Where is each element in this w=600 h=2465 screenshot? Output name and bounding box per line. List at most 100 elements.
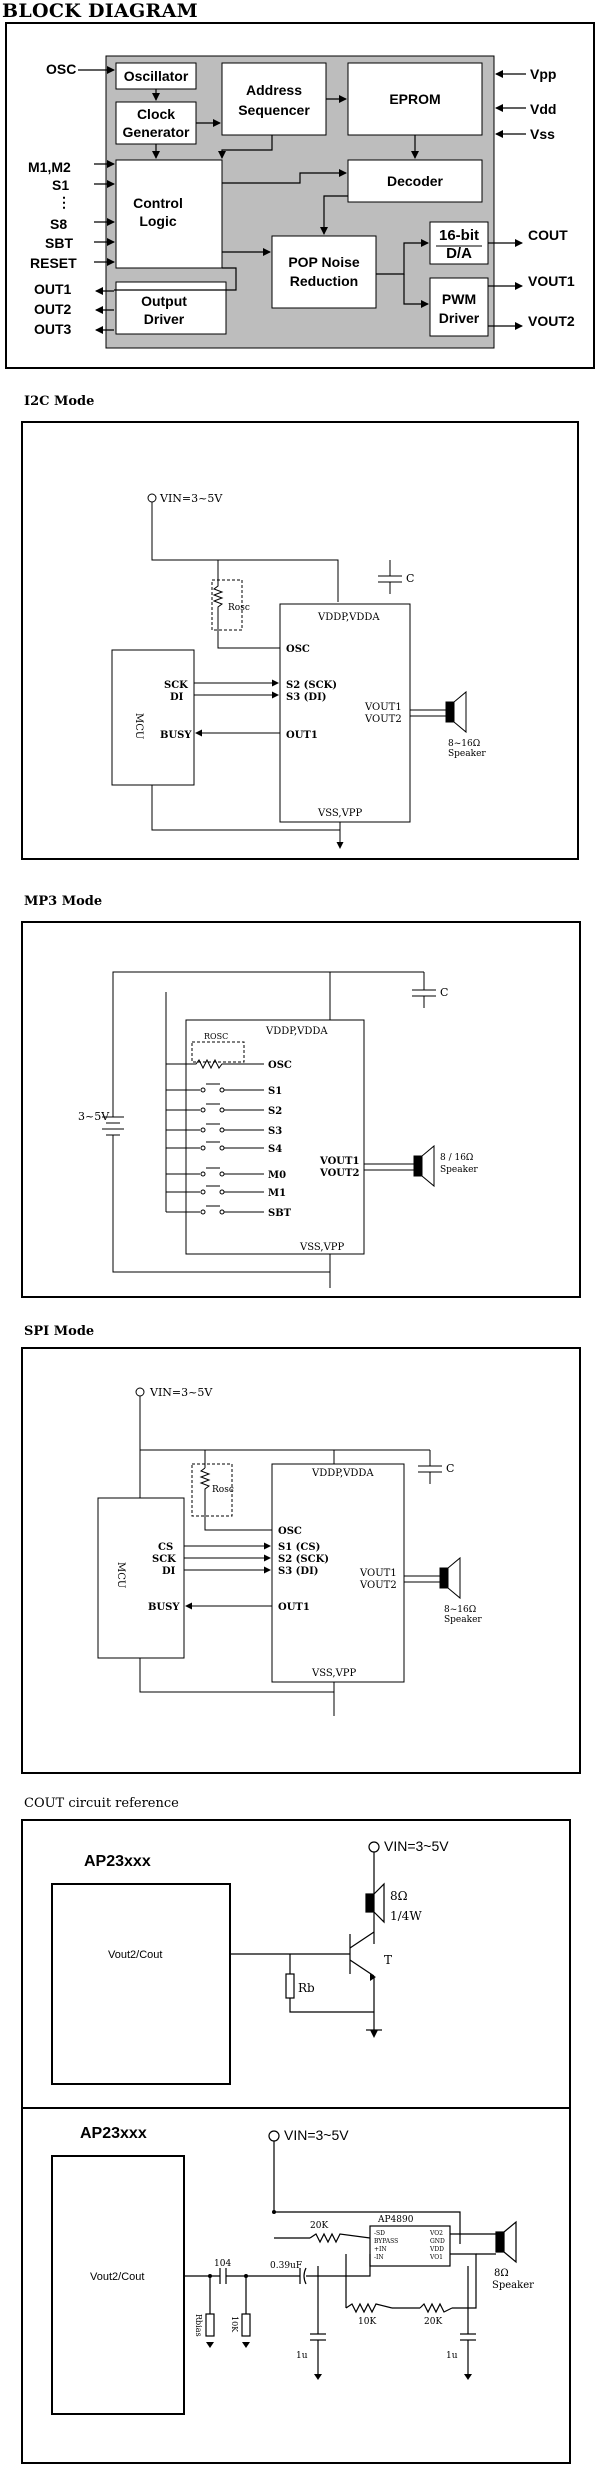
cout-rbias: Rbias [194, 2314, 203, 2337]
i2c-vout2: VOUT2 [364, 714, 402, 725]
block-frame [5, 22, 595, 369]
i2c-mcu-label: MCU [133, 713, 144, 739]
pwm-block [429, 277, 489, 337]
control-label-1: Control [133, 195, 183, 211]
pin-s1: S1 [52, 177, 69, 193]
i2c-mcu [111, 649, 195, 786]
cout-panel2-grounds [206, 2210, 472, 2380]
i2c-rosc: Rosc [228, 603, 250, 613]
pin-vpp: Vpp [530, 66, 556, 82]
mp3-frame [21, 921, 581, 1298]
cout-ohm1: 8Ω [390, 1889, 408, 1903]
amp-l4: -IN [374, 2254, 384, 2261]
cout-svg: AP23xxx Vout2/Cout VIN=3~5V 8Ω 1/4W Rb T [21, 1819, 571, 2464]
spi-cs: CS [158, 1542, 173, 1553]
mp3-batt: 3~5V [78, 1110, 110, 1123]
pwm-label-1: PWM [442, 291, 476, 307]
pin-vdd: Vdd [530, 101, 556, 117]
cout-chip2-label: AP23xxx [80, 2125, 147, 2142]
pin-cout: COUT [528, 227, 568, 243]
control-label-2: Logic [139, 213, 177, 229]
clock-label-2: Generator [123, 124, 190, 140]
pop-label-1: POP Noise [288, 254, 360, 270]
mp3-m0: M0 [268, 1170, 286, 1181]
cout-rb: Rb [298, 1981, 315, 1995]
spi-diagram: VIN=3~5V C Rosc VDDP,VDDA OSC CS SCK DI … [0, 1340, 600, 1780]
i2c-s2: S2 (SCK) [286, 680, 337, 691]
cout-speaker: Speaker [492, 2280, 534, 2291]
cout-watt: 1/4W [390, 1909, 422, 1923]
mp3-s1: S1 [268, 1086, 282, 1097]
spi-vin: VIN=3~5V [149, 1386, 213, 1399]
spi-busy: BUSY [148, 1602, 180, 1613]
mp3-m1: M1 [268, 1188, 286, 1199]
output-driver-block [115, 281, 227, 335]
spi-ohm: 8~16Ω [444, 1605, 476, 1615]
mp3-diagram: C ROSC VDDP,VDDA OSC S1 S2 S3 S4 M0 M1 S… [0, 912, 600, 1312]
pin-vout1: VOUT1 [528, 273, 575, 289]
mp3-vout1: VOUT1 [319, 1156, 359, 1167]
da-block [429, 221, 489, 265]
amp-r3: VDD [429, 2246, 444, 2253]
spi-di: DI [162, 1566, 176, 1577]
amp-r4: VO1 [429, 2254, 443, 2261]
i2c-vss: VSS,VPP [317, 808, 363, 819]
ap4890-chip [369, 2225, 451, 2267]
cout-frame [21, 1819, 571, 2464]
transistor-emitter-arrow [370, 1974, 376, 1981]
i2c-sck: SCK [164, 680, 188, 691]
cout-t: T [384, 1953, 392, 1967]
clock-generator-block [115, 101, 197, 145]
mp3-s2: S2 [268, 1106, 282, 1117]
cout-c1u-a: 1u [296, 2351, 308, 2361]
address-sequencer-block [221, 62, 327, 136]
pin-m1m2: M1,M2 [28, 159, 71, 175]
spi-s3: S3 (DI) [278, 1566, 318, 1577]
cout-chip1 [51, 1883, 231, 2085]
cout-r20k-b: 20K [424, 2317, 442, 2327]
eprom-label: EPROM [389, 91, 440, 107]
addr-label-2: Sequencer [238, 102, 310, 118]
spi-vout2: VOUT2 [359, 1580, 397, 1591]
i2c-busy: BUSY [160, 730, 192, 741]
block-diagram: Oscillator Clock Generator Control Logic… [0, 18, 600, 373]
output-label-2: Driver [144, 311, 185, 327]
spi-out1: OUT1 [278, 1602, 310, 1613]
spi-rosc: Rosc [212, 1485, 234, 1495]
pin-osc: OSC [46, 61, 76, 77]
mp3-vddp: VDDP,VDDA [265, 1026, 328, 1037]
mp3-s3: S3 [268, 1126, 282, 1137]
amp-l2: BYPASS [374, 2238, 398, 2245]
cout-pin2: Vout2/Cout [90, 2271, 144, 2283]
cout-diagram: AP23xxx Vout2/Cout VIN=3~5V 8Ω 1/4W Rb T [0, 1814, 600, 2465]
i2c-svg: VIN=3~5V C Rosc VDDP,VDDA OSC SCK DI BUS… [21, 421, 579, 860]
cout-vin1: VIN=3~5V [384, 1838, 449, 1854]
pop-label-2: Reduction [290, 273, 358, 289]
i2c-frame [21, 421, 579, 860]
oscillator-label: Oscillator [124, 68, 189, 84]
mp3-switches [166, 1083, 264, 1215]
mp3-sbt: SBT [268, 1208, 292, 1219]
block-arrows [78, 66, 526, 334]
pin-reset: RESET [30, 255, 77, 271]
spi-vddp: VDDP,VDDA [311, 1468, 374, 1479]
da-label-1: 16-bit [439, 227, 479, 244]
spi-mcu [97, 1497, 185, 1659]
i2c-chip [279, 603, 411, 823]
mp3-s4: S4 [268, 1144, 282, 1155]
control-logic-block [115, 159, 223, 269]
mp3-ohm: 8 / 16Ω [440, 1153, 473, 1163]
output-label-1: Output [141, 293, 187, 309]
mp3-osc: OSC [268, 1060, 292, 1071]
i2c-osc: OSC [286, 644, 310, 655]
mp3-svg: C ROSC VDDP,VDDA OSC S1 S2 S3 S4 M0 M1 S… [21, 921, 581, 1298]
amp-r2: GND [430, 2238, 445, 2245]
amp-r1: VO2 [429, 2230, 443, 2237]
spi-vss: VSS,VPP [311, 1668, 357, 1679]
cout-r10k: 10K [358, 2317, 376, 2327]
spi-frame [21, 1347, 581, 1774]
cout-ground-arrow-1 [370, 2030, 378, 2038]
mp3-rosc: ROSC [204, 1032, 228, 1041]
pin-vss: Vss [530, 126, 555, 142]
decoder-block [347, 159, 483, 203]
